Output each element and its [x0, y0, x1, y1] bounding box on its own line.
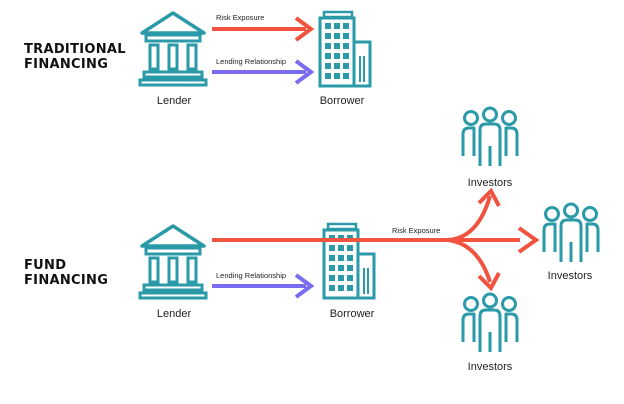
fund-lender-label: Lender	[156, 308, 192, 320]
traditional-lender-label: Lender	[156, 95, 192, 107]
fund-title-line1: FUND	[24, 258, 67, 273]
traditional-lender-bank-icon	[138, 11, 208, 87]
traditional-borrower-building-icon	[318, 10, 372, 88]
investors-bottom-people-icon	[461, 292, 519, 354]
fund-borrower-building-icon	[322, 222, 376, 300]
fund-risk-exposure-line	[212, 187, 540, 292]
traditional-risk-exposure-arrow	[212, 16, 315, 42]
investors-bottom-label: Investors	[467, 361, 513, 373]
traditional-borrower-label: Borrower	[319, 95, 365, 107]
traditional-lending-relationship-arrow	[212, 59, 315, 85]
traditional-financing-title: TRADITIONAL FINANCING	[24, 42, 126, 72]
fund-lending-relationship-label: Lending Relationship	[216, 271, 287, 280]
fund-title-line2: FINANCING	[24, 273, 109, 288]
fund-lender-bank-icon	[138, 224, 208, 300]
fund-financing-title: FUND FINANCING	[24, 258, 108, 288]
fund-risk-exposure-label: Risk Exposure	[392, 226, 441, 235]
investors-right-people-icon	[542, 202, 600, 264]
investors-top-label: Investors	[467, 177, 513, 189]
investors-top-people-icon	[461, 106, 519, 168]
traditional-risk-exposure-label: Risk Exposure	[216, 13, 265, 22]
traditional-title-line1: TRADITIONAL	[24, 42, 126, 57]
traditional-lending-relationship-label: Lending Relationship	[216, 57, 287, 66]
fund-lending-relationship-arrow	[212, 273, 315, 299]
fund-borrower-label: Borrower	[329, 308, 375, 320]
investors-right-label: Investors	[547, 270, 593, 282]
traditional-title-line2: FINANCING	[24, 57, 109, 72]
